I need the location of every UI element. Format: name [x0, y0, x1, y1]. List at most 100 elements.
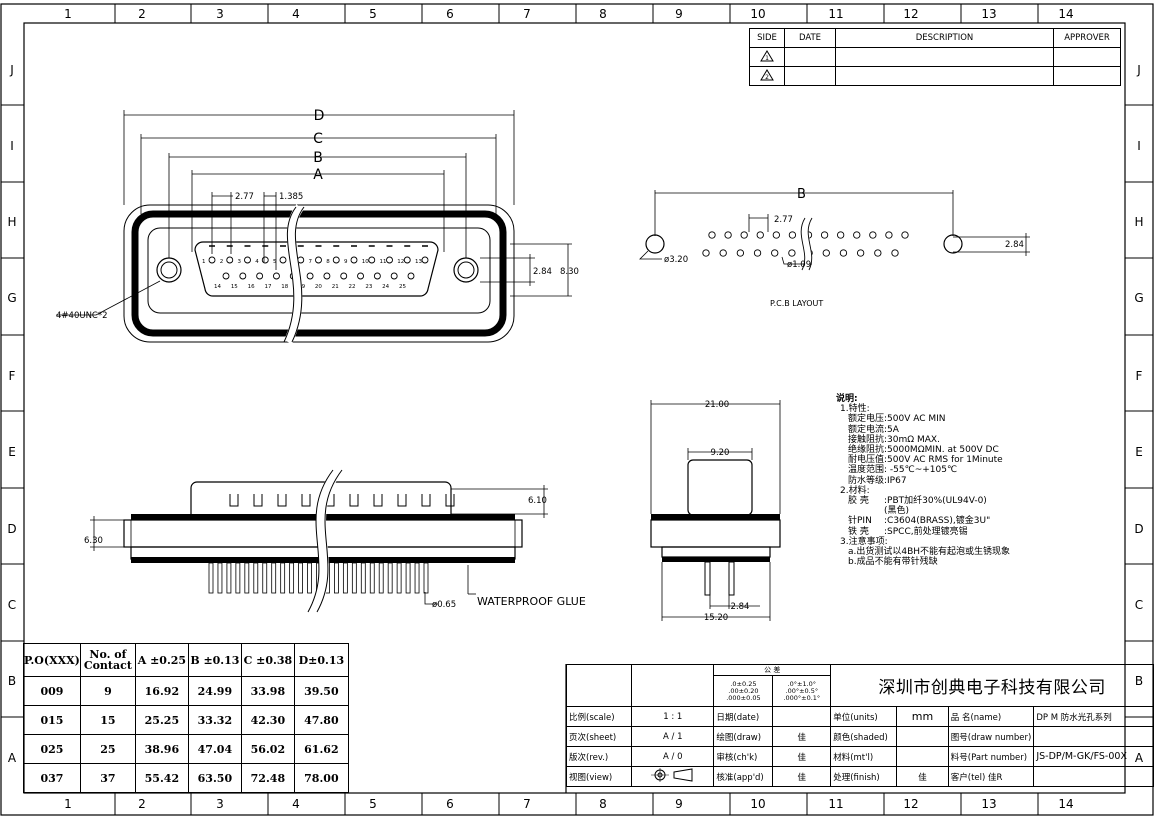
grid-col-label: 6: [446, 7, 454, 21]
side-labels: 6.10 6.30 ø0.65 WATERPROOF GLUE: [84, 496, 586, 610]
end-body: [687, 459, 753, 516]
finish-value: 佳: [896, 766, 949, 787]
note-row: 接触阻抗:30mΩ MAX.: [848, 434, 940, 445]
pcb-hole: [702, 249, 710, 257]
solder-pin: [253, 562, 259, 594]
waterproof-glue: WATERPROOF GLUE: [477, 595, 586, 608]
contact-pin: [306, 272, 314, 280]
pin-number: 18: [281, 284, 288, 290]
pin-number: 22: [349, 284, 356, 290]
pin-number: 14: [214, 284, 221, 290]
solder-pin: [235, 562, 241, 594]
grid-row-label: H: [7, 215, 16, 229]
grid-col-label: 8: [599, 797, 607, 811]
table-header: C ±0.38: [240, 643, 295, 677]
end-dim-w2: 9.20: [711, 448, 730, 458]
contact-pin: [323, 272, 331, 280]
contact-pin: [386, 256, 393, 264]
grid-col-label: 13: [981, 7, 996, 21]
dim-B: B: [313, 150, 323, 166]
table-cell: 16.92: [134, 676, 189, 706]
table-header: B ±0.13: [187, 643, 242, 677]
attention-title: 3.注意事项:: [840, 536, 888, 547]
table-cell: 009: [23, 676, 81, 706]
tel-label: 客户(tel) 佳R: [947, 766, 1035, 787]
pcb-hole: [885, 231, 893, 239]
dim-C: C: [313, 131, 323, 147]
table-cell: 037: [23, 763, 81, 793]
contact-pin: [239, 272, 247, 280]
table-header: A ±0.25: [134, 643, 189, 677]
solder-pin: [414, 562, 420, 594]
drawno-label: 图号(draw number): [947, 726, 1035, 747]
notes-heading: 说明:: [836, 394, 858, 404]
table-header: P.O(XXX): [23, 643, 81, 677]
grid-col-label: 13: [981, 797, 996, 811]
pin-number: 20: [315, 284, 322, 290]
end-pin-a: [704, 561, 711, 596]
spec-title: 1.特性:: [840, 404, 870, 415]
grid-col-label: 14: [1058, 7, 1073, 21]
grid-col-label: 5: [369, 7, 377, 21]
solder-pin: [208, 562, 214, 594]
grid-zone-ticks: [1, 4, 1153, 815]
grid-col-label: 10: [750, 7, 765, 21]
appd-value: 佳: [772, 766, 832, 787]
contact-pin: [244, 256, 251, 264]
note-row: 耐电压值:500V AC RMS for 1Minute: [848, 455, 1003, 466]
side-view: [90, 466, 548, 615]
rev-header-side: SIDE: [749, 28, 785, 48]
solder-pin: [271, 562, 277, 594]
grid-col-label: 12: [903, 7, 918, 21]
svg-text:1: 1: [765, 55, 769, 62]
revision-table: SIDE DATE DESCRIPTION APPROVER 1 2: [749, 28, 1121, 86]
contact-pin: [368, 256, 376, 264]
note-row: 铁 壳:SPCC,前处理镀亮锡: [848, 526, 968, 537]
pin-number: 3: [238, 259, 242, 265]
end-dim-w1: 21.00: [705, 400, 729, 410]
pcb-hole-small: ø1.09: [787, 260, 811, 270]
grid-col-label: 8: [599, 7, 607, 21]
note-row: 防水等级:IP67: [848, 475, 907, 486]
contact-pin: [340, 272, 348, 280]
table-header: No. of Contact: [79, 643, 136, 677]
end-dim-w4: 15.20: [704, 613, 728, 623]
pin-number: 11: [380, 259, 387, 265]
solder-pin: [342, 562, 348, 594]
pin-number: 21: [332, 284, 339, 290]
draw-label: 绘图(draw): [713, 726, 774, 747]
shaded-label: 颜色(shaded): [830, 726, 898, 747]
outer-frame: [0, 3, 1154, 816]
grid-col-label: 11: [828, 797, 843, 811]
table-cell: 25.25: [134, 705, 189, 735]
solder-pin: [405, 562, 411, 594]
contact-pin: [315, 256, 322, 264]
table-cell: 42.30: [240, 705, 295, 735]
pin-number: 4: [255, 259, 259, 265]
solder-pin: [280, 562, 286, 594]
grid-col-label: 3: [216, 7, 224, 21]
front-dimensions: [56, 110, 572, 316]
end-labels: 21.00 9.20 2.84 15.20: [704, 400, 750, 623]
shell-slot: [277, 494, 287, 507]
rev-mark-2: 2: [749, 66, 785, 86]
grid-row-label: F: [9, 369, 16, 383]
pcb-labels: B 2.77 ø3.20 ø1.09 2.84 P.C.B LAYOUT: [664, 187, 1024, 308]
table-cell: 9: [79, 676, 136, 706]
grid-col-label: 6: [446, 797, 454, 811]
grid-row-label: C: [8, 598, 16, 612]
pcb-hole: [788, 231, 797, 239]
rev-header-description: DESCRIPTION: [835, 28, 1054, 48]
view-label: 视图(view): [565, 766, 633, 787]
contact-pin: [407, 272, 415, 280]
pcb-hole: [901, 231, 909, 239]
pcb-hole-left: [645, 234, 665, 254]
front-dimension-labels: D C B A: [313, 108, 324, 183]
dim-A: A: [313, 167, 323, 183]
solder-pin: [298, 562, 303, 594]
